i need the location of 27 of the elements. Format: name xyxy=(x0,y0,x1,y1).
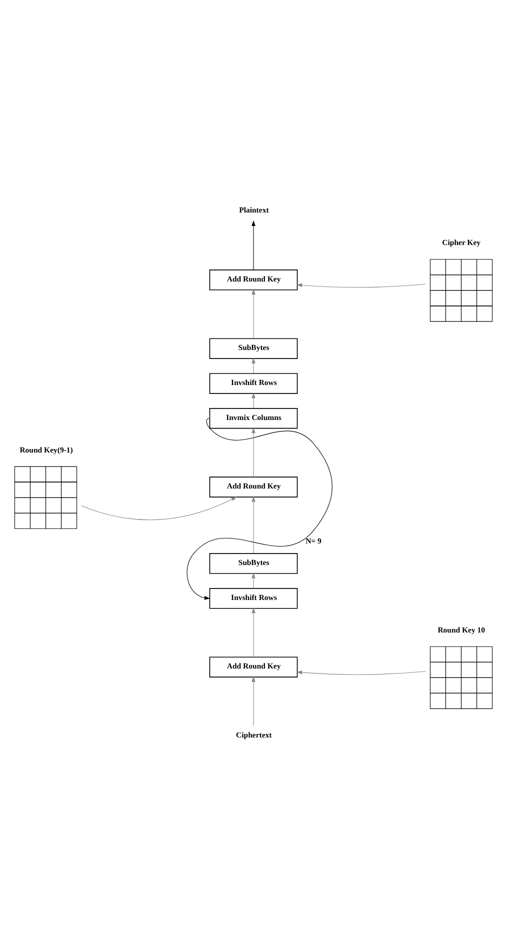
arrow xyxy=(252,392,256,408)
arrow xyxy=(296,283,426,288)
arrow xyxy=(252,572,256,589)
arrow xyxy=(252,428,256,478)
arrow xyxy=(186,418,332,600)
arrow xyxy=(80,496,237,520)
node-label: Round Key 10 xyxy=(438,625,486,634)
arrow xyxy=(252,358,256,374)
node-text: Plaintext xyxy=(239,206,269,215)
node-box: Add Round Key xyxy=(209,656,298,678)
node-box: Invmix Columns xyxy=(209,408,298,429)
arrow xyxy=(252,496,256,554)
node-label: Round Key(9-1) xyxy=(20,445,73,454)
node-text: Ciphertext xyxy=(236,730,272,740)
edge-label: N= 9 xyxy=(306,536,322,546)
arrow xyxy=(252,608,256,658)
node-box: SubBytes xyxy=(209,553,298,574)
arrow xyxy=(252,289,256,339)
node-box: Invshift Rows xyxy=(209,588,298,609)
arrow xyxy=(296,670,426,675)
node-box: Add Round Key xyxy=(209,270,298,290)
node-box: SubBytes xyxy=(209,338,298,359)
node-label: Cipher Key xyxy=(442,238,481,248)
arrow xyxy=(252,676,256,726)
node-box: Invshift Rows xyxy=(209,373,298,394)
node-box: Add Round Key xyxy=(209,476,298,498)
arrow xyxy=(252,220,256,270)
